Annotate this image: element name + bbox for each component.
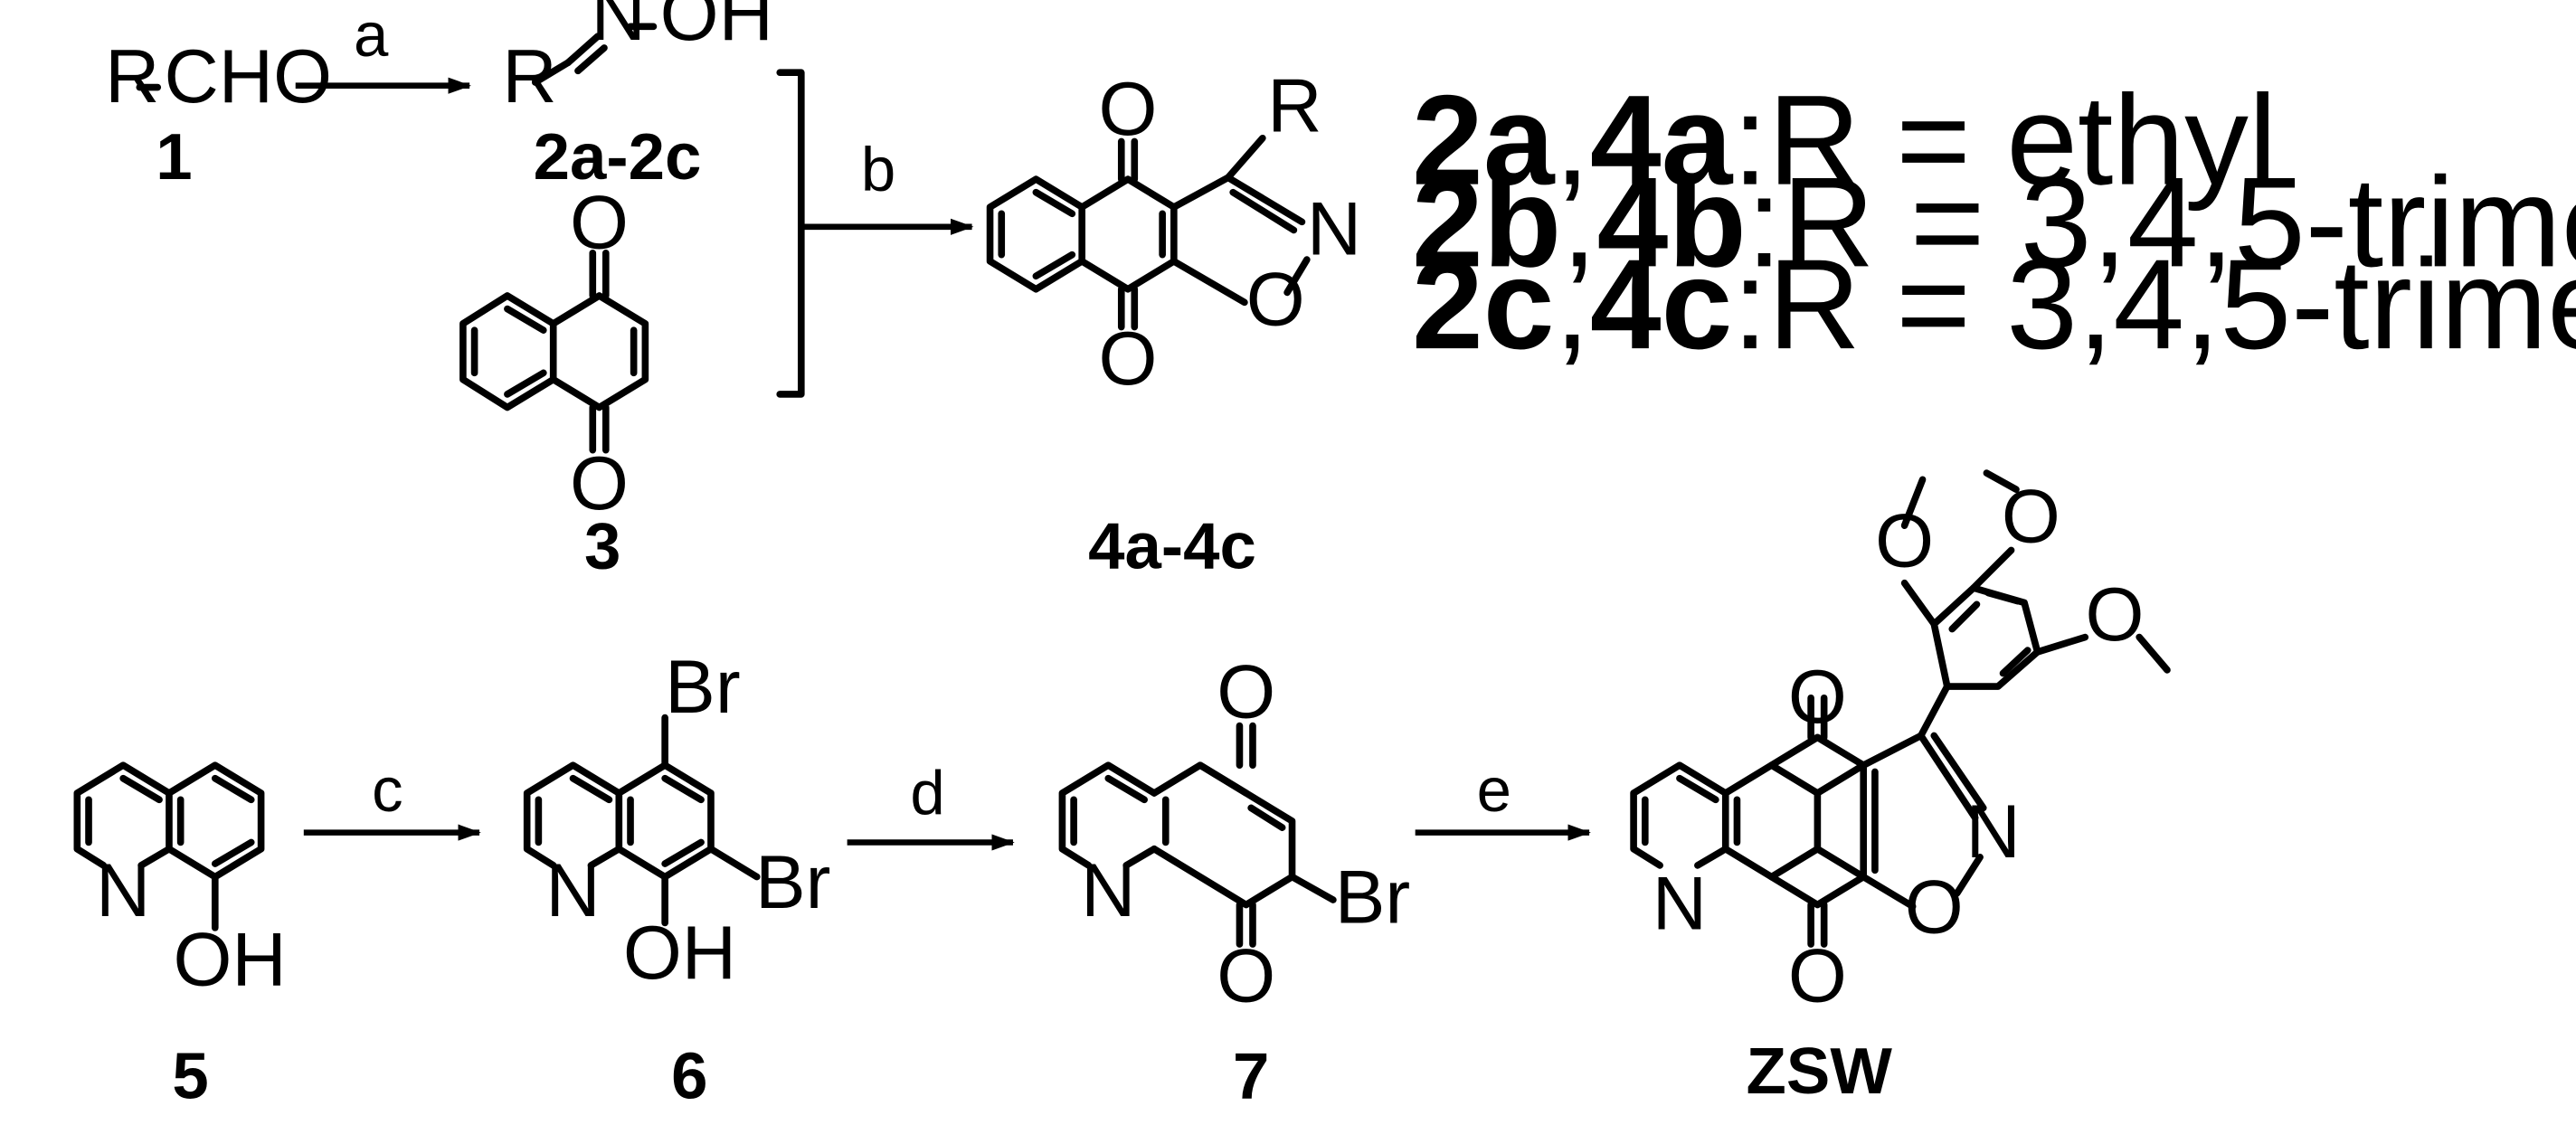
o-ring-label: O (1246, 257, 1305, 342)
r-definition: R = 3,4,5-trimethoxyphenyl (1782, 151, 2576, 294)
reaction-label-d: d (910, 759, 944, 828)
n-isoxazole-label: N (1965, 789, 2020, 874)
dibromoquinolinol-6: N Br Br OH (523, 644, 830, 995)
o-bottom-label: O (1099, 316, 1158, 401)
definition-row-3: 2c,4c:R = 3,4,5-trimethoxybenzyl (1412, 233, 2576, 376)
naphthoquinone-3: O O (459, 179, 649, 525)
n-pyridine-label: N (1653, 861, 1707, 946)
o-top-label: O (570, 179, 629, 264)
colon: : (1732, 70, 1767, 213)
reaction-label-b: b (861, 135, 895, 204)
reaction-label-c: c (372, 755, 402, 825)
o-top-label: O (1099, 66, 1158, 151)
bromoquinolinedione-7: N O O Br (1058, 649, 1410, 1018)
br-right-label: Br (755, 839, 830, 924)
o-top-label: O (1217, 649, 1275, 734)
aldehyde-1: R CHO (105, 33, 332, 118)
oxime-2: R N OH (502, 0, 772, 118)
n-label: N (545, 847, 600, 932)
oxime-oh-label: OH (660, 0, 773, 56)
separator: , (1561, 151, 1596, 294)
r-label: R (105, 33, 159, 118)
compound-label-3: 3 (584, 509, 620, 582)
reaction-label-e: e (1477, 755, 1511, 825)
compound-id: 4b (1597, 151, 1747, 294)
o-top-label: O (1788, 654, 1847, 739)
compound-label-4: 4a-4c (1088, 509, 1256, 582)
o-bottom-label: O (1788, 933, 1847, 1018)
definition-row-1: 2a,4a:R = ethyl (1412, 70, 2277, 213)
reactant-bracket (776, 69, 805, 398)
o-bottom-label: O (1217, 933, 1275, 1018)
separator: , (1555, 70, 1590, 213)
r-label: R (1267, 63, 1321, 148)
compound-id: 4c (1590, 233, 1732, 376)
separator: , (1555, 233, 1590, 376)
o-bottom-label: O (570, 440, 629, 525)
compound-label-5: 5 (172, 1040, 208, 1113)
zsw-structure: N O O N O O O O (1630, 469, 2171, 1018)
o-ring-label: O (1905, 864, 1964, 949)
compound-id: 2c (1412, 233, 1554, 376)
compound-id: 2a (1412, 70, 1556, 213)
n-label: N (1307, 186, 1361, 271)
n-label: N (1081, 847, 1135, 932)
definition-row-2: 2b,4b:R = 3,4,5-trimethoxyphenyl (1412, 151, 2576, 294)
compound-label-2: 2a-2c (534, 120, 702, 194)
compound-id: 4a (1590, 70, 1734, 213)
colon: : (1732, 233, 1767, 376)
r-definition: R = 3,4,5-trimethoxybenzyl (1768, 233, 2576, 376)
colon: : (1747, 151, 1782, 294)
compound-label-7: 7 (1233, 1040, 1269, 1113)
methoxy-o-1: O (1875, 498, 1934, 583)
methoxy-o-3: O (2085, 572, 2144, 657)
compound-label-zsw: ZSW (1747, 1035, 1893, 1108)
hydroxyquinoline-5: N OH (73, 761, 287, 1001)
reaction-label-a: a (354, 0, 389, 70)
compound-id: 2b (1412, 151, 1561, 294)
oh-label: OH (174, 916, 287, 1001)
br-top-label: Br (665, 644, 740, 729)
compound-label-1: 1 (156, 120, 192, 194)
compound-label-6: 6 (671, 1040, 707, 1113)
n-label: N (96, 847, 150, 932)
r-definition: R = ethyl (1768, 70, 2278, 213)
substituent-definitions: 2a,4a:R = ethyl 2b,4b:R = 3,4,5-trimetho… (1412, 70, 2576, 377)
oh-label: OH (623, 910, 736, 995)
naphthisoxazolequinone-4: O O R N O (986, 63, 1361, 401)
br-label: Br (1335, 854, 1410, 939)
cho-label: CHO (165, 33, 333, 118)
